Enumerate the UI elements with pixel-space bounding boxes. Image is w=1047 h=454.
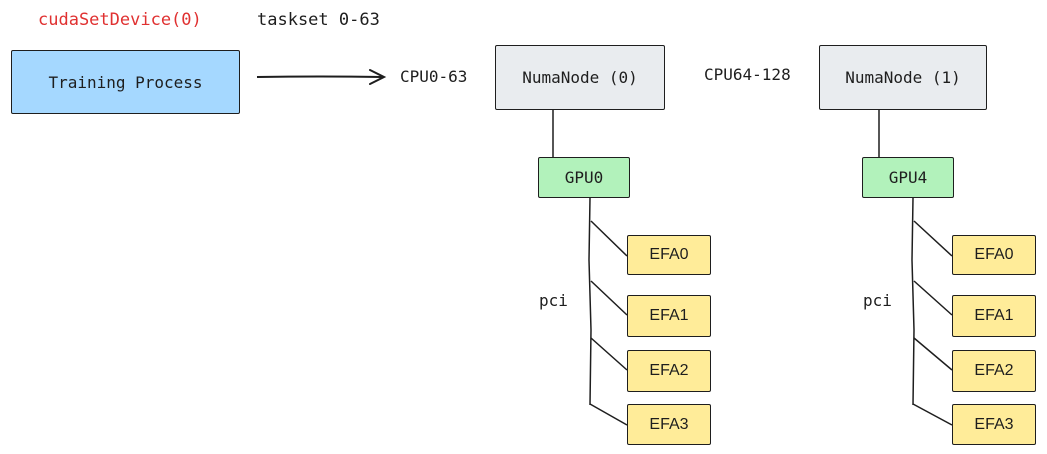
gpu4-efa0-branch (913, 220, 953, 257)
efa-node0-0: EFA0 (627, 235, 711, 275)
gpu-node0-label: GPU0 (564, 168, 604, 187)
arrow-head (369, 69, 387, 85)
gpu0-efa0-branch (590, 220, 628, 257)
efa-node1-1-label: EFA1 (974, 307, 1014, 324)
gpu0-efa1-branch (590, 280, 628, 316)
gpu0-efa2-branch (590, 337, 628, 371)
efa-node1-3: EFA3 (952, 404, 1036, 445)
gpu4-efa2-branch (913, 337, 953, 371)
process-to-cpu-arrow (256, 75, 384, 78)
efa-node0-1: EFA1 (627, 295, 711, 337)
cpu-range-node0: CPU0-63 (400, 67, 468, 86)
gpu-node0: GPU0 (538, 157, 630, 198)
efa-node0-3-label: EFA3 (649, 415, 689, 433)
numa-node-0: NumaNode (0) (495, 45, 665, 110)
gpu4-efa3-branch (912, 403, 953, 426)
pci-label-node0: pci (539, 291, 568, 310)
gpu-node1-label: GPU4 (888, 168, 928, 187)
gpu0-pci-trunk (588, 197, 592, 406)
gpu0-efa3-branch (589, 403, 628, 426)
cpu-range-node1: CPU64-128 (704, 65, 791, 84)
efa-node1-2: EFA2 (952, 350, 1036, 392)
efa-node0-2-label: EFA2 (649, 362, 689, 379)
efa-node1-0: EFA0 (952, 235, 1036, 275)
efa-node1-1: EFA1 (952, 295, 1036, 337)
efa-node1-3-label: EFA3 (974, 415, 1014, 433)
taskset-label: taskset 0-63 (257, 10, 380, 30)
training-process-box: Training Process (11, 50, 240, 114)
training-process-label: Training Process (48, 72, 203, 92)
numa-node-1: NumaNode (1) (819, 45, 987, 110)
cuda-set-device-label: cudaSetDevice(0) (38, 10, 202, 30)
gpu-node1: GPU4 (862, 157, 954, 198)
efa-node0-2: EFA2 (627, 350, 711, 392)
efa-node1-2-label: EFA2 (974, 362, 1014, 379)
gpu4-efa1-branch (913, 280, 953, 316)
efa-node0-0-label: EFA0 (649, 246, 689, 263)
pci-label-node1: pci (863, 291, 892, 310)
numa-node-0-label: NumaNode (0) (522, 68, 638, 87)
gpu4-pci-trunk (911, 197, 915, 406)
numa-node-1-label: NumaNode (1) (845, 68, 961, 87)
efa-node0-3: EFA3 (627, 404, 711, 445)
efa-node0-1-label: EFA1 (649, 307, 689, 324)
efa-node1-0-label: EFA0 (974, 246, 1014, 263)
